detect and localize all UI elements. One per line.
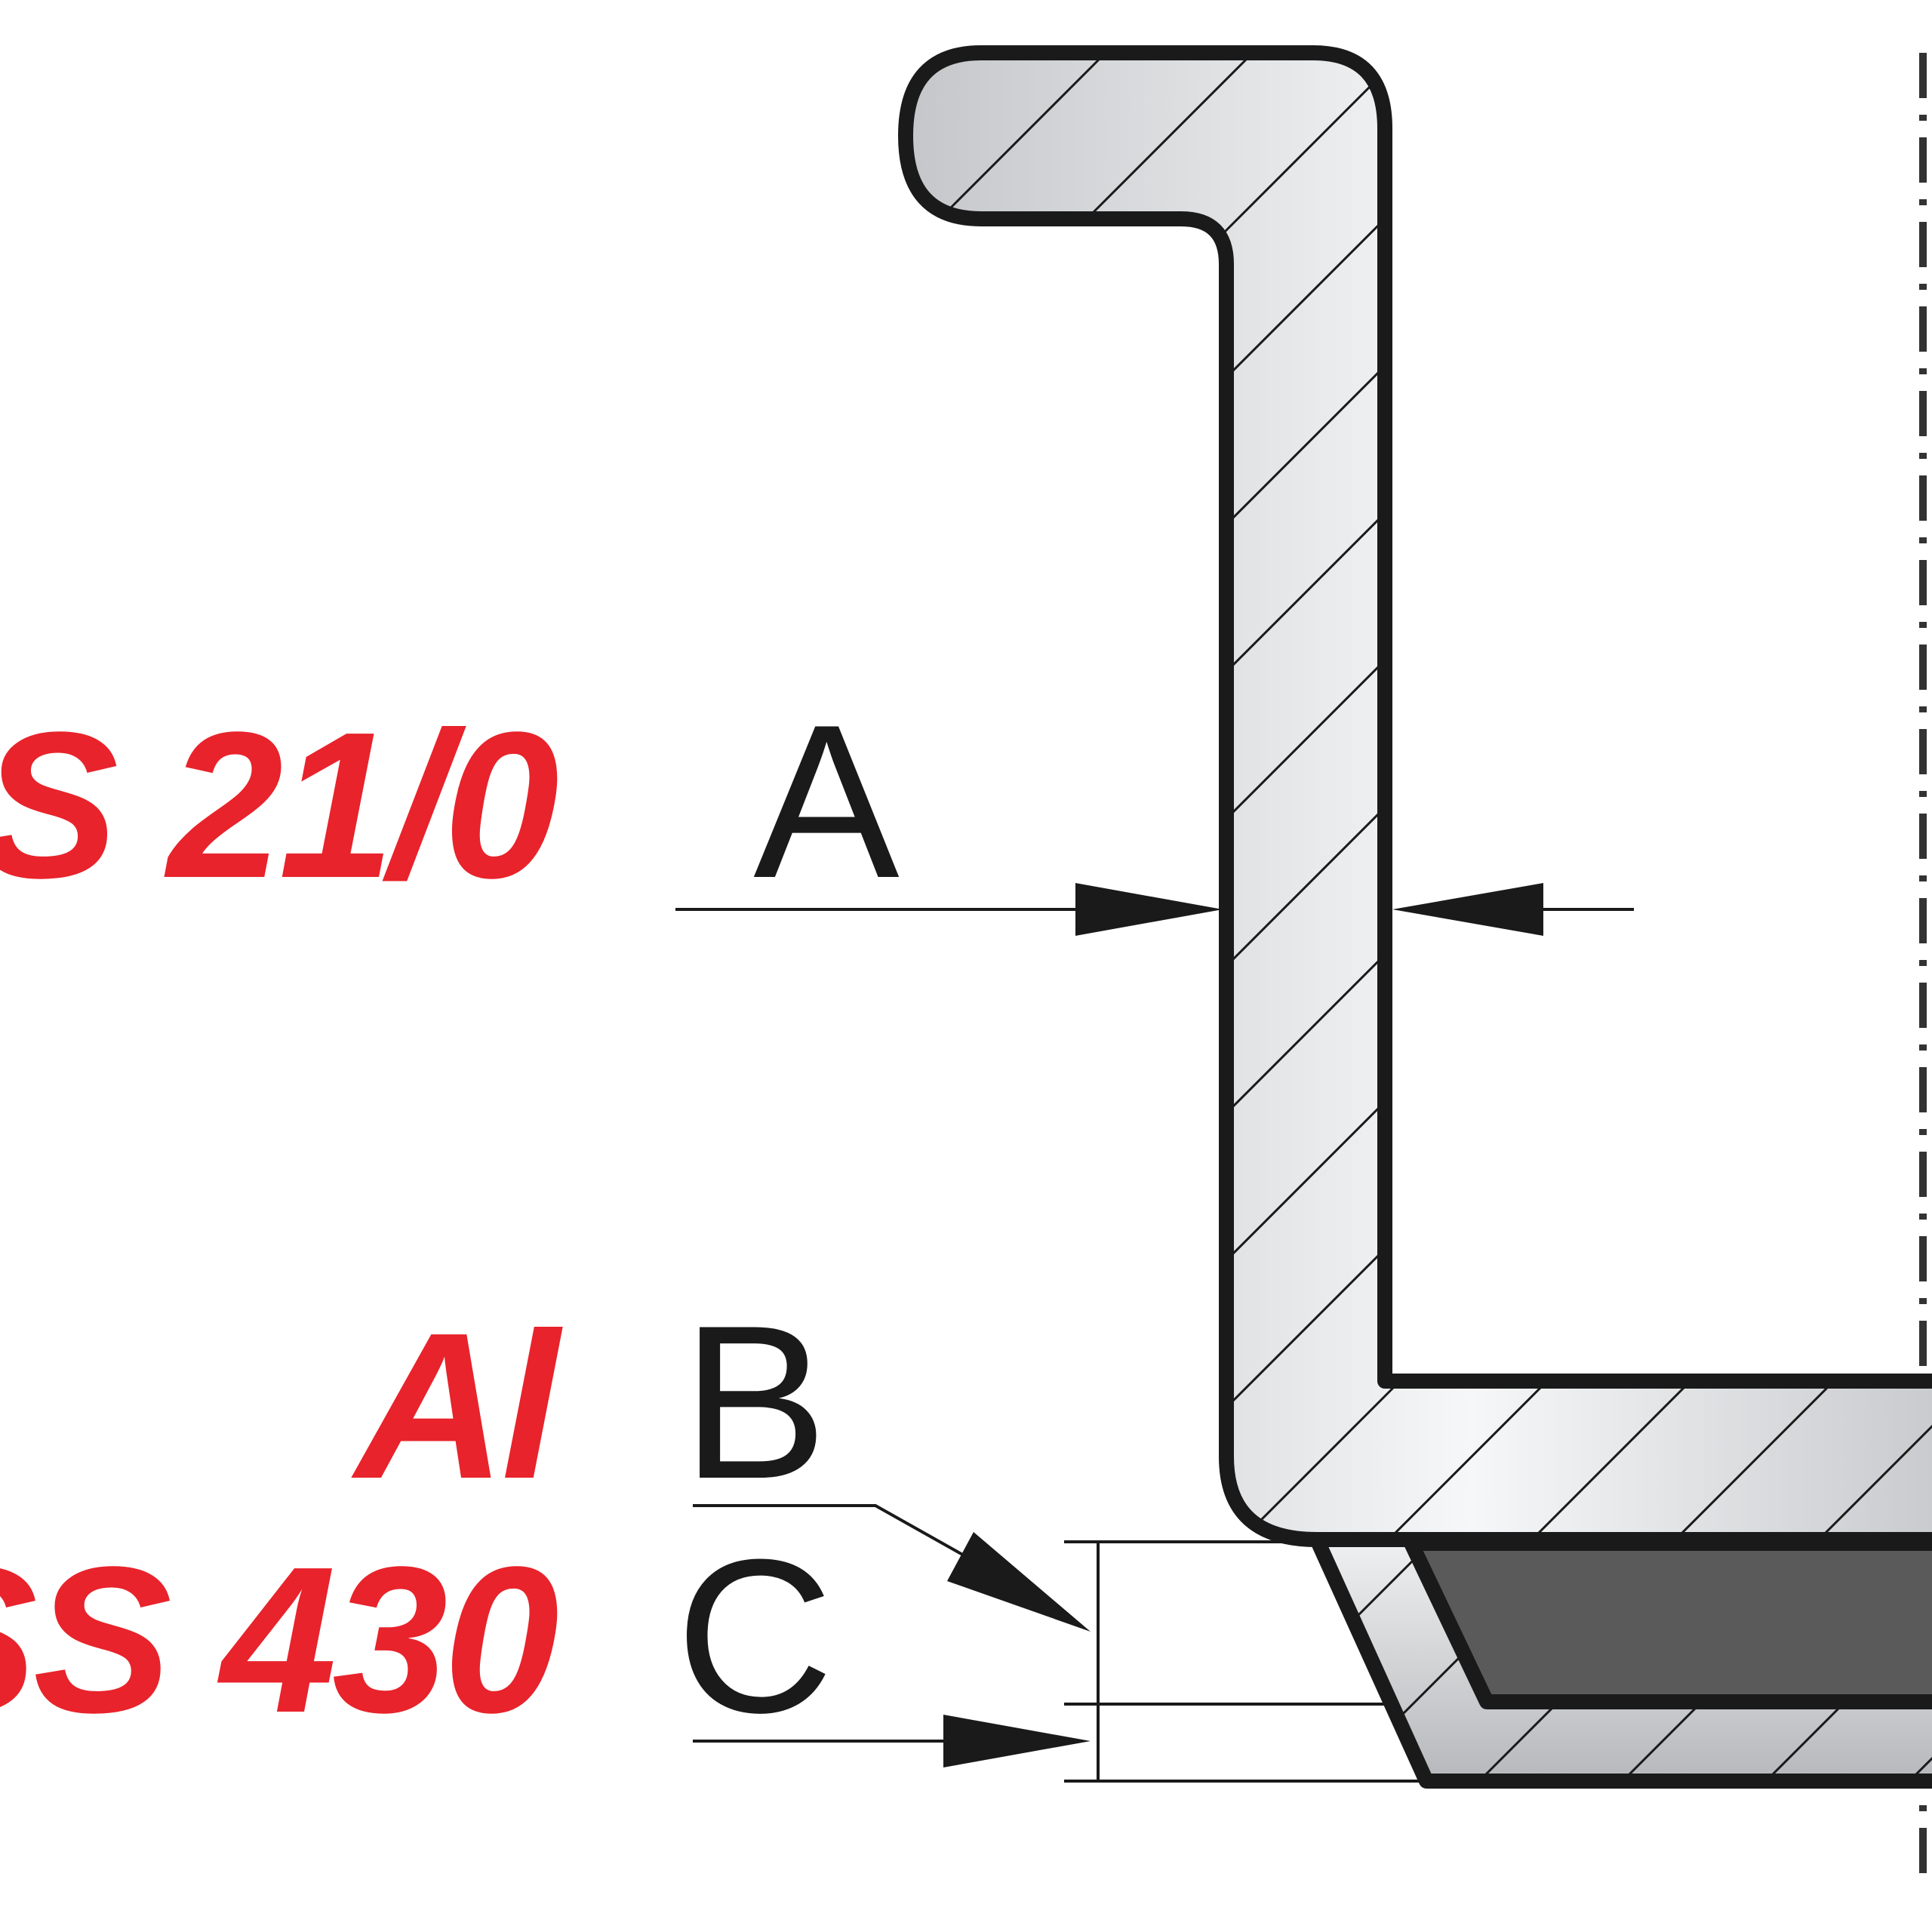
material-label-al: Al	[349, 1290, 563, 1522]
leader-c	[693, 1715, 1091, 1767]
material-label-ss210: SS 21/0	[0, 689, 557, 921]
inner-layer-hatching	[949, 53, 1932, 1540]
letter-a: A	[753, 679, 900, 924]
letter-b: B	[681, 1280, 827, 1524]
dimension-a	[675, 883, 1634, 936]
letter-c: C	[675, 1514, 833, 1758]
leader-b	[693, 1504, 1091, 1632]
material-label-ss430: SS 430	[0, 1524, 557, 1756]
dimension-extension-lines	[1064, 1540, 1423, 1783]
aluminium-core	[1404, 1536, 1932, 1709]
inner-layer-ss210	[898, 45, 1932, 1547]
